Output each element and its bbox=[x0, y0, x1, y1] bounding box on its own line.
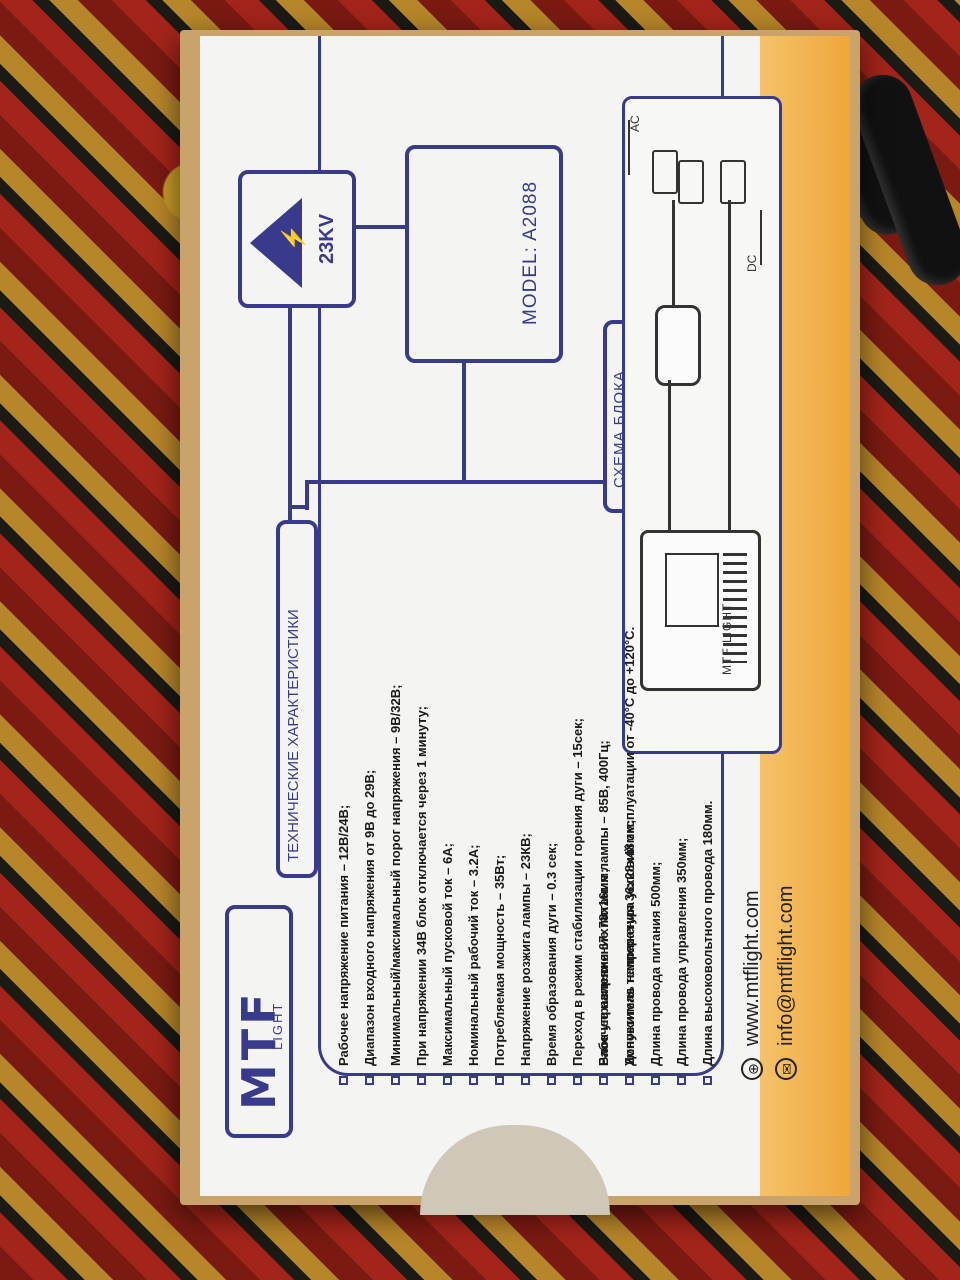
dc-label: DC bbox=[745, 254, 759, 272]
logo-box bbox=[225, 905, 293, 1138]
connector-line bbox=[462, 355, 466, 480]
unit-fins bbox=[723, 553, 747, 663]
ballast-unit bbox=[640, 530, 761, 691]
dc-arrow-icon bbox=[760, 210, 762, 265]
model-label: MODEL: A2088 bbox=[520, 180, 541, 325]
bullet-icon bbox=[572, 1076, 582, 1085]
high-voltage-icon bbox=[250, 198, 302, 288]
bullet-icon bbox=[624, 1076, 634, 1085]
unit-window bbox=[665, 553, 719, 627]
contacts: ⊕www.mtflight.com ✉info@mtflight.com bbox=[735, 886, 803, 1080]
bullet-icon bbox=[364, 1076, 374, 1085]
tech-specs-header-box bbox=[276, 520, 318, 878]
connector-line bbox=[305, 480, 309, 510]
wire bbox=[668, 380, 671, 530]
globe-icon: ⊕ bbox=[741, 1058, 763, 1080]
unit-label: MTF LIGHT bbox=[720, 602, 734, 675]
warning-voltage: 23KV bbox=[316, 213, 338, 264]
spec-item: Рабочее напряжение питания – 12В/24В; bbox=[330, 627, 356, 1085]
dimension-item: Длина провода питания 500мм; bbox=[642, 801, 668, 1085]
contact-email: ✉info@mtflight.com bbox=[769, 886, 803, 1080]
ac-label: AC bbox=[628, 115, 642, 132]
connector-plug bbox=[652, 150, 678, 194]
connector-plug bbox=[720, 160, 746, 204]
bullet-icon bbox=[546, 1076, 556, 1085]
spec-item: При напряжении 34В блок отключается чере… bbox=[408, 627, 434, 1085]
model-box bbox=[405, 145, 563, 363]
bullet-icon bbox=[416, 1076, 426, 1085]
wire bbox=[672, 200, 675, 305]
ac-arrow-icon bbox=[628, 120, 630, 175]
connector-line bbox=[350, 225, 410, 229]
dimension-item: Длина высоковольтного провода 180мм. bbox=[694, 801, 720, 1085]
spec-item: Напряжение розжига лампы – 23КВ; bbox=[512, 627, 538, 1085]
dimension-item: Длина провода управления 350мм; bbox=[668, 801, 694, 1085]
bullet-icon bbox=[468, 1076, 478, 1085]
spec-item: Время образования дуги – 0.3 сек; bbox=[538, 627, 564, 1085]
tech-specs-header: ТЕХНИЧЕСКИЕ ХАРАКТЕРИСТИКИ bbox=[285, 609, 302, 862]
contact-web: ⊕www.mtflight.com bbox=[735, 886, 769, 1080]
bullet-icon bbox=[676, 1076, 686, 1085]
mail-icon: ✉ bbox=[775, 1058, 797, 1080]
connector-line bbox=[305, 480, 605, 484]
igniter-unit bbox=[655, 305, 701, 386]
connector-line bbox=[288, 505, 308, 509]
spec-item: Диапазон входного напряжения от 9В до 29… bbox=[356, 627, 382, 1085]
lightning-icon: ⚡ bbox=[280, 224, 306, 252]
logo-sub: LIGHT bbox=[270, 1001, 285, 1050]
dimension-item: Блок управления 67x78x16мм; bbox=[590, 801, 616, 1085]
bullet-icon bbox=[442, 1076, 452, 1085]
spec-item: Переход в режим стабилизации горения дуг… bbox=[564, 627, 590, 1085]
bullet-icon bbox=[650, 1076, 660, 1085]
bullet-icon bbox=[338, 1076, 348, 1085]
bullet-icon bbox=[494, 1076, 504, 1085]
spec-item: Номинальный рабочий ток – 3.2А; bbox=[460, 627, 486, 1085]
connector-plug bbox=[678, 160, 704, 204]
dimensions-list: Блок управления 67x78x16мм; Умножитель н… bbox=[590, 801, 720, 1085]
bullet-icon bbox=[598, 1076, 608, 1085]
bullet-icon bbox=[390, 1076, 400, 1085]
bullet-icon bbox=[520, 1076, 530, 1085]
spec-item: Потребляемая мощность – 35Вт; bbox=[486, 627, 512, 1085]
bullet-icon bbox=[702, 1076, 712, 1085]
dimension-item: Умножитель напряжения 36x28x48мм; bbox=[616, 801, 642, 1085]
spec-item: Максимальный пусковой ток – 6А; bbox=[434, 627, 460, 1085]
wire bbox=[728, 200, 731, 530]
spec-item: Минимальный/максимальный порог напряжени… bbox=[382, 627, 408, 1085]
